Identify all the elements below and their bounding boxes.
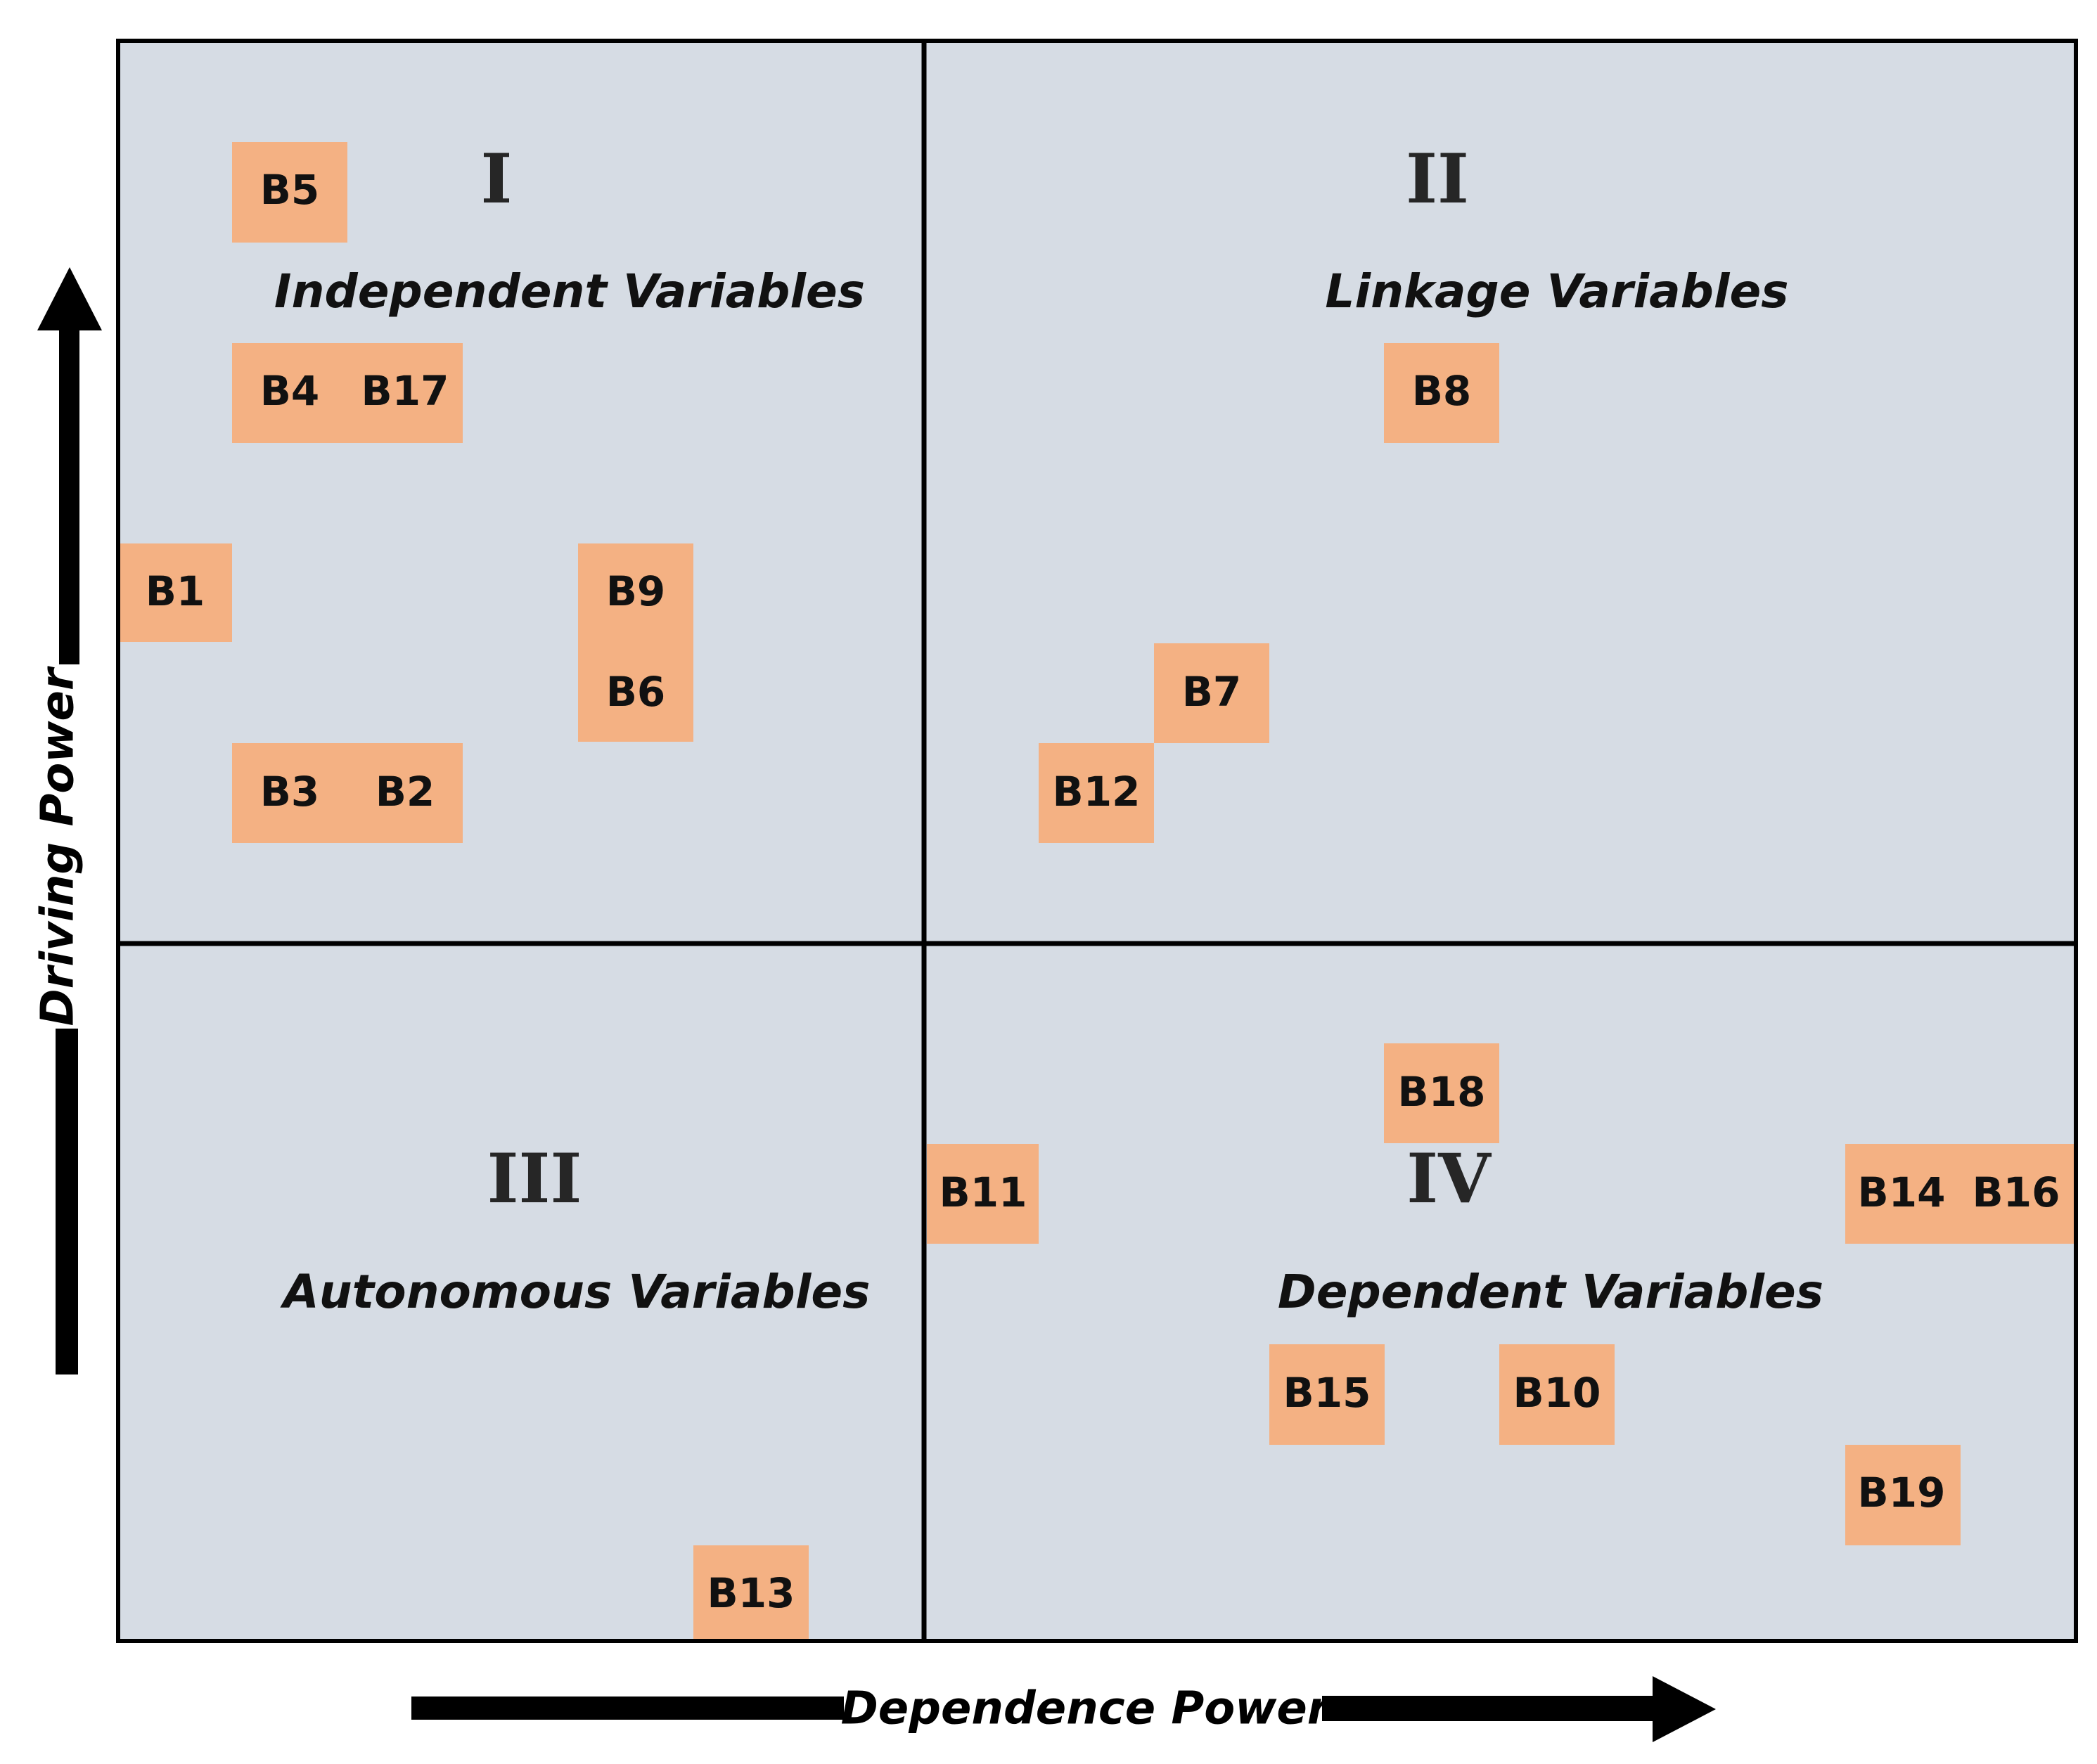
label-b11: B11 <box>940 1169 1027 1216</box>
label-b16: B16 <box>1973 1169 2060 1216</box>
x-axis-label: Dependence Power <box>841 1683 1332 1735</box>
label-b18: B18 <box>1398 1068 1486 1116</box>
label-b2: B2 <box>376 768 435 816</box>
label-b10: B10 <box>1513 1369 1601 1417</box>
label-b14: B14 <box>1858 1169 1946 1216</box>
cell-b19 <box>1845 1445 1961 1545</box>
cell-b10 <box>1499 1344 1615 1445</box>
cell-b11 <box>927 1144 1039 1244</box>
quadrant-iii-background <box>118 944 924 1641</box>
label-b8: B8 <box>1412 367 1472 415</box>
cell-b8 <box>1384 343 1499 443</box>
label-b6: B6 <box>606 668 666 716</box>
quadrant-iv-numeral: IV <box>1406 1139 1492 1218</box>
cell-b14-b16 <box>1845 1144 2076 1244</box>
cell-b12 <box>1039 743 1154 843</box>
label-b15: B15 <box>1283 1369 1371 1417</box>
y-axis-arrow <box>37 267 102 1374</box>
cell-b13 <box>693 1545 809 1641</box>
quadrant-iv-name: Dependent Variables <box>1278 1265 1823 1319</box>
quadrant-iii-numeral: III <box>487 1139 582 1218</box>
label-b1: B1 <box>146 567 205 615</box>
cell-b9-b6 <box>578 543 693 742</box>
label-b4: B4 <box>260 367 320 415</box>
cell-b15 <box>1269 1344 1385 1445</box>
quadrant-i-name: Independent Variables <box>274 264 865 318</box>
diagram-frame <box>116 39 2078 1643</box>
cell-b7 <box>1154 643 1269 743</box>
label-b12: B12 <box>1053 768 1141 816</box>
cell-b4-b17 <box>232 343 463 443</box>
variable-cells: B5 B4 B17 B1 B9 B6 B3 B2 B8 B7 B12 B18 B… <box>118 142 2076 1641</box>
label-b17: B17 <box>361 367 449 415</box>
label-b3: B3 <box>260 768 320 816</box>
y-axis-label: Driving Power <box>32 666 84 1026</box>
quadrant-iii-name: Autonomous Variables <box>280 1265 871 1319</box>
cell-b1 <box>118 543 232 642</box>
quadrant-ii-name: Linkage Variables <box>1325 264 1788 318</box>
cell-b5 <box>232 142 347 243</box>
label-b5: B5 <box>260 166 320 214</box>
quadrant-i-numeral: I <box>481 139 513 219</box>
x-axis-arrow <box>411 1676 1716 1742</box>
label-b19: B19 <box>1858 1469 1946 1517</box>
label-b9: B9 <box>606 567 666 615</box>
quadrant-ii-numeral: II <box>1406 139 1469 219</box>
label-b13: B13 <box>707 1569 795 1617</box>
cell-b18 <box>1384 1043 1499 1143</box>
cell-b3-b2 <box>232 743 463 843</box>
label-b7: B7 <box>1182 668 1242 716</box>
